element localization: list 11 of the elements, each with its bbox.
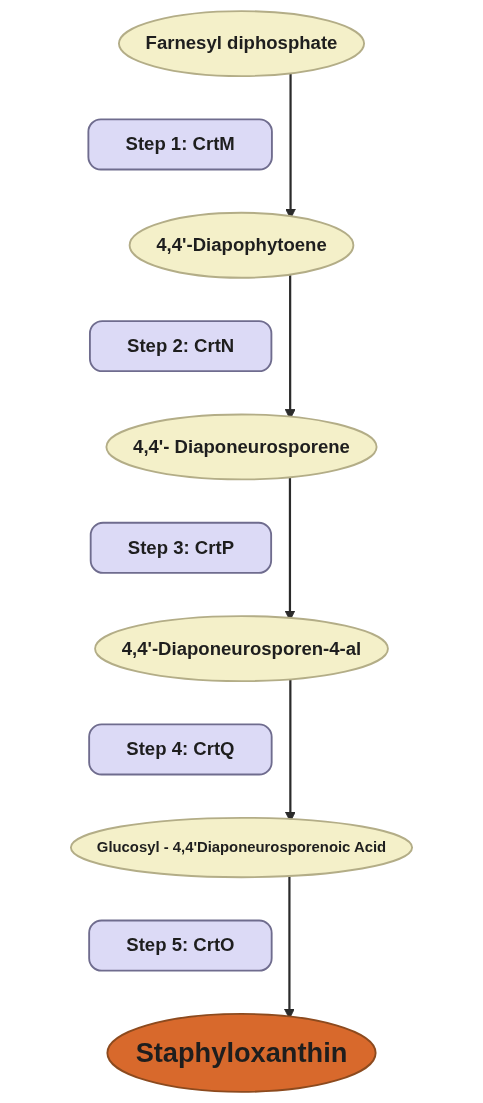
compound-ellipse: 4,4'- Diaponeurosporene <box>105 413 378 481</box>
compound-ellipse: Farnesyl diphosphate <box>118 10 365 77</box>
step-box: Step 5: CrtO <box>88 919 273 972</box>
compound-ellipse: 4,4'-Diapophytoene <box>128 211 355 279</box>
step-box: Step 2: CrtN <box>89 320 273 373</box>
step-box: Step 4: CrtQ <box>88 723 273 776</box>
step-box: Step 3: CrtP <box>89 521 273 574</box>
compound-ellipse: 4,4'-Diaponeurosporen-4-al <box>94 615 389 683</box>
step-box: Step 1: CrtM <box>87 118 273 171</box>
product-ellipse: Staphyloxanthin <box>106 1013 377 1093</box>
compound-ellipse: Glucosyl - 4,4'Diaponeurosporenoic Acid <box>69 816 414 879</box>
